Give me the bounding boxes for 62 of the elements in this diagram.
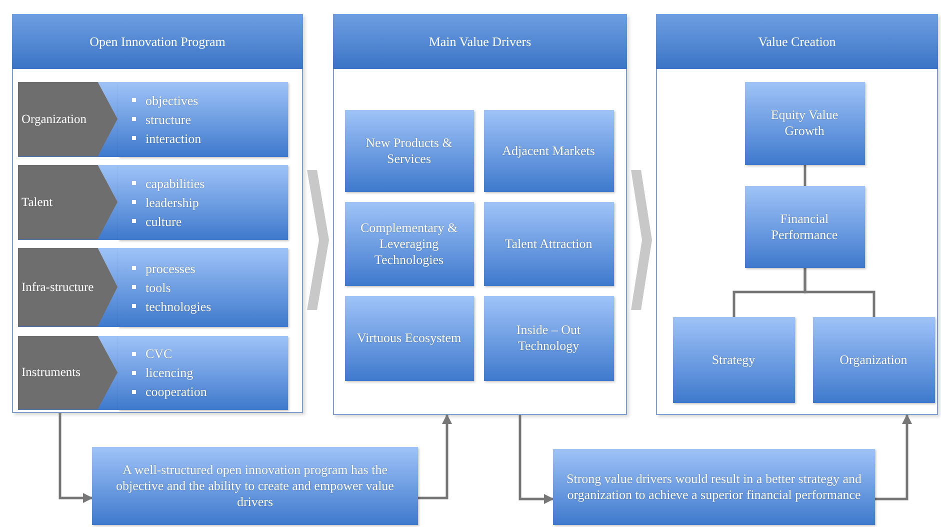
box-label: Financial Performance <box>770 210 839 242</box>
box-label: Adjacent Markets <box>502 142 595 158</box>
connector-line <box>804 165 806 186</box>
list-item: licencing <box>146 364 194 382</box>
list-item: tools <box>146 278 171 296</box>
panel <box>333 14 627 415</box>
list-item: interaction <box>146 130 202 148</box>
category-label: Instruments <box>22 365 81 380</box>
list-item: processes <box>146 260 196 278</box>
process-box <box>744 186 864 268</box>
box-label: Talent Attraction <box>504 236 592 252</box>
process-box <box>344 202 474 286</box>
list-item: cooperation <box>146 383 207 401</box>
chevron-arrow <box>307 170 329 310</box>
bullet-list-box <box>118 336 288 410</box>
bullet-list-box <box>118 248 288 326</box>
box-label: Complementary & Leveraging Technologies <box>359 220 459 268</box>
arrow <box>875 414 912 500</box>
note-box <box>92 447 418 525</box>
panel <box>656 14 938 415</box>
category-label: Infra-structure <box>22 280 94 294</box>
note-box <box>553 449 875 525</box>
list-item: CVC <box>146 345 172 363</box>
category-tag <box>18 82 118 156</box>
process-box <box>672 316 794 402</box>
box-label: Equity Value Growth <box>770 107 840 139</box>
chevron-arrow <box>631 170 652 310</box>
box-label: New Products & Services <box>364 134 454 166</box>
box-label: Organization <box>840 352 908 368</box>
process-box <box>744 82 864 164</box>
process-box <box>344 296 474 380</box>
list-item: culture <box>146 212 182 230</box>
process-box <box>812 316 934 402</box>
category-label: Organization <box>22 112 87 126</box>
arrow <box>518 415 554 504</box>
category-tag <box>18 164 118 240</box>
box-label: Virtuous Ecosystem <box>356 330 462 346</box>
list-item: leadership <box>146 194 199 212</box>
bullet-list-box <box>118 82 288 156</box>
list-item: structure <box>146 110 191 128</box>
process-box <box>344 110 474 192</box>
panel-header: Main Value Drivers <box>333 14 627 69</box>
category-label: Talent <box>22 194 53 210</box>
panel-header: Open Innovation Program <box>12 14 303 69</box>
list-item: capabilities <box>146 174 205 192</box>
category-tag <box>18 336 118 410</box>
list-item: objectives <box>146 92 198 110</box>
arrow <box>58 413 93 503</box>
panel <box>12 14 303 413</box>
process-box <box>484 296 614 380</box>
category-tag <box>18 248 118 326</box>
panel-header: Value Creation <box>656 14 938 69</box>
process-box <box>484 110 614 192</box>
box-label: Strategy <box>712 352 756 368</box>
box-label: A well-structured open innovation program has the objective and the ability to create and empower value drivers <box>115 462 395 510</box>
box-label: Inside – Out Technology <box>515 322 582 354</box>
box-label: Strong value drivers would result in a better strategy and organization to achieve a superior financial performance <box>566 471 862 503</box>
connector-line <box>804 268 876 317</box>
arrow <box>418 414 452 500</box>
process-box <box>484 202 614 286</box>
list-item: technologies <box>146 298 212 316</box>
bullet-list-box <box>118 164 288 240</box>
